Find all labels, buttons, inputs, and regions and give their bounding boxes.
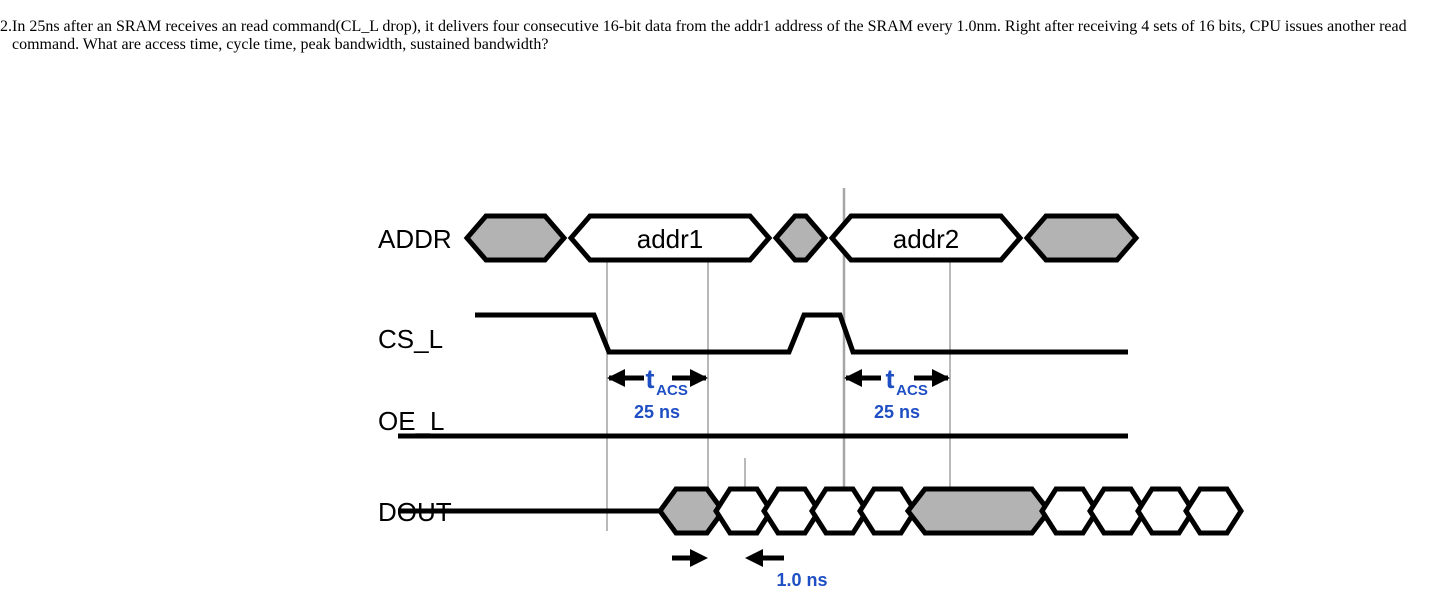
cs-l-waveform xyxy=(475,312,1128,355)
dout-cell-invalid-2 xyxy=(904,486,1053,536)
addr-bus-unknown-3 xyxy=(1023,213,1140,263)
addr-bus-cell-addr1 xyxy=(567,213,773,263)
signal-row-cs-l: CS_L xyxy=(378,312,1128,355)
period-arrow-right-head xyxy=(745,549,763,567)
tacs1-symbol: t xyxy=(646,364,655,394)
period-arrow-left-head xyxy=(690,549,708,567)
signal-row-oe-l: OE_L xyxy=(378,406,1128,439)
signal-label-cs-l: CS_L xyxy=(378,324,443,354)
addr-bus-unknown-1 xyxy=(463,213,568,263)
tacs2-symbol: t xyxy=(886,364,895,394)
tacs1-arrow-right-head xyxy=(690,369,708,387)
tacs1-value: 25 ns xyxy=(634,402,680,422)
addr-bus-label-addr1: addr1 xyxy=(637,224,704,254)
tacs1-subscript: ACS xyxy=(656,382,688,399)
annotation-tacs-first: t ACS 25 ns xyxy=(607,364,708,422)
tacs2-arrow-right-head xyxy=(932,369,950,387)
annotation-data-period: 1.0 ns xyxy=(672,549,828,590)
tacs2-arrow-left-head xyxy=(844,369,862,387)
question-number: 2. xyxy=(0,18,12,35)
question-block: 2. In 25ns after an SRAM receives an rea… xyxy=(0,18,1420,54)
signal-label-addr: ADDR xyxy=(378,224,452,254)
addr-bus-label-addr2: addr2 xyxy=(893,224,960,254)
timing-diagram: ADDR addr1 addr2 CS_L xyxy=(0,186,1443,616)
annotation-tacs-second: t ACS 25 ns xyxy=(844,364,950,422)
tacs2-subscript: ACS xyxy=(896,382,928,399)
period-value: 1.0 ns xyxy=(776,570,827,590)
signal-row-addr: ADDR addr1 addr2 xyxy=(378,213,1140,263)
timing-diagram-svg: ADDR addr1 addr2 CS_L xyxy=(378,188,1244,590)
signal-row-dout: DOUT xyxy=(378,486,1244,536)
dout-cell-data-8 xyxy=(1183,486,1244,536)
addr-bus-unknown-2 xyxy=(772,213,829,263)
addr-bus-cell-addr2 xyxy=(828,213,1024,263)
tacs1-arrow-left-head xyxy=(607,369,625,387)
question-text: In 25ns after an SRAM receives an read c… xyxy=(12,18,1407,53)
signal-label-oe-l: OE_L xyxy=(378,406,445,436)
tacs2-value: 25 ns xyxy=(874,402,920,422)
